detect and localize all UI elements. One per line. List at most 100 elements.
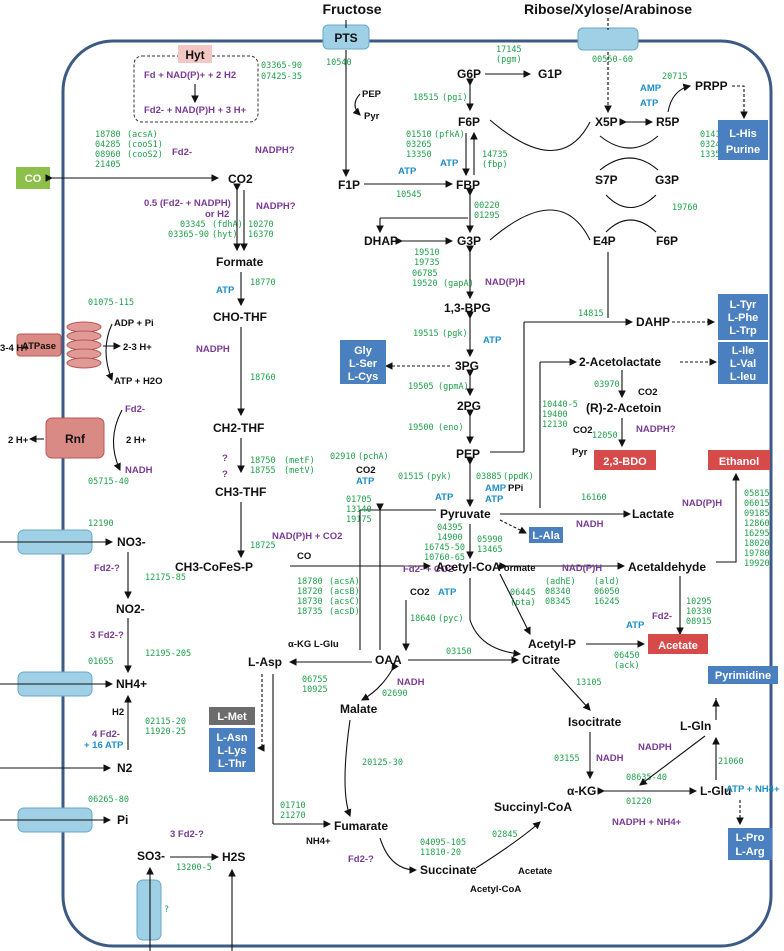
asn-2: L-Lys [218,745,247,757]
fbp2-gene: 10545 [396,190,422,200]
co-gene-4: 21405 [95,160,121,170]
fdh-name-2: (hyt) [212,230,238,240]
mdh-nadh: NADH [397,677,425,688]
acetoin-met: (R)-2-Acetoin [586,401,661,415]
atp-fhs: ATP [216,285,235,296]
alsd-co2: CO2 [638,387,658,398]
pcka-atp: ATP [356,476,375,487]
pts-gene: 10540 [326,58,352,68]
x5p-met: X5P [595,115,618,129]
pyk-atp: ATP [435,492,454,503]
acs-gene-3: 18730 [297,597,323,607]
ppdk-amp: AMP [485,483,507,494]
ppdk-atp: ATP [485,494,504,505]
pfka-gene-2: 03265 [406,140,432,150]
suc-gene: 02845 [492,830,518,840]
aromatic-1: L-Tyr [730,299,757,311]
q-met1: ? [222,453,228,464]
h-out: 3-4 H+ [0,343,29,354]
met-gene-1: 18750 [250,456,276,466]
pgm-name: (pgm) [496,55,522,65]
met-name-1: (metF) [284,456,315,466]
prpp-atp: ATP [640,98,659,109]
adh-gene-2: 06015 [744,499,770,509]
co-gene-1: 18780 [95,130,121,140]
adp-pi: ADP + Pi [114,318,154,329]
gogat-nadph: NADPH [638,742,672,753]
h2-cof: H2 [112,707,124,718]
pyruvate-met: Pyruvate [440,507,491,521]
adhe-gene-1: 08340 [545,587,571,597]
pfor-gene-2: 13140 [346,505,372,515]
pta-gene: 06445 [510,588,536,598]
rnf-h-in: 2 H+ [126,435,147,446]
bdh-gene: 12050 [592,431,618,441]
gln-atp: ATP + NH4+ [726,784,780,795]
malate-met: Malate [340,702,378,716]
gly-3: L-Cys [348,371,379,383]
no3-gene: 12190 [88,519,114,529]
s7p-met: S7P [595,173,618,187]
acetylcoa-citrate-arrow [469,619,522,658]
pfor-nadph: NAD(P)H + CO2 [272,531,342,542]
h-in: 2-3 H+ [123,342,152,353]
pyk-gene: 01515 [398,472,424,482]
gly-2: L-Ser [349,358,378,370]
isocitrate-met: Isocitrate [568,715,622,729]
pfl-gene-1: 04395 [437,523,463,533]
gapa-name: (gapA) [443,279,474,289]
hyt-top: Fd + NAD(P)+ + 2 H2 [144,70,236,81]
nadph-fch: NADPH [196,344,230,355]
fbp-gene: 14735 [482,150,508,160]
acs-gene-1: 18780 [297,577,323,587]
co2-met: CO2 [228,172,253,186]
formate-met: Formate [216,255,264,269]
ppdk-gene: 03885 [476,472,502,482]
chothf-met: CHO-THF [213,310,267,324]
pfor-gene-1: 01705 [346,495,372,505]
co-label: CO [25,173,42,185]
hyt-label-bg [178,45,212,63]
lglu-met: L-Glu [700,784,731,798]
acetylcoa-acetylp-arrow [499,573,531,635]
ack-atp: ATP [626,620,645,631]
sulf-gene: 13200-5 [176,863,212,873]
sulf-fd: 3 Fd2-? [170,829,204,840]
gpma-name: (gpmA) [438,382,469,392]
f1p-met: F1P [338,178,360,192]
h2s-met: H2S [222,850,245,864]
pfl2-gene-2: 13465 [477,545,503,555]
asn-1: L-Asn [216,732,247,744]
f6p2-met: F6P [656,234,678,248]
succinate-succinylcoa-arrow [475,821,541,869]
tal-curve-1 [605,194,657,209]
adh-gene-3: 09185 [744,509,770,519]
pfl-gene-3: 16745-50 [424,543,465,553]
ch3thf-met: CH3-THF [215,485,266,499]
malate-fumarate-arrow [344,719,352,818]
cell-membrane [61,39,773,948]
no2-met: NO2- [116,602,145,616]
nh4-met: NH4+ [116,677,147,691]
adh-gene-1: 05815 [744,489,770,499]
alsd-gene: 03970 [594,380,620,390]
ribose-gene: 00550-60 [592,55,633,65]
atp-pfk: ATP [440,158,459,169]
pts-pyr: Pyr [364,111,380,122]
idh-gene: 03155 [554,754,580,764]
adh-gene-4: 12860 [744,519,770,529]
pyc-name: (pyc) [438,614,464,624]
bdh-nadph: NADPH? [636,424,676,435]
co-gene-name-1: (acsA) [127,130,158,140]
pyrimidine-label: Pyrimidine [715,670,771,682]
mdh-gene: 02690 [382,689,408,699]
ala-label: L-Ala [532,530,560,542]
ch3cofesp-met: CH3-CoFeS-P [175,560,253,574]
fch-gene: 18760 [250,373,276,383]
sulfur-q: ? [164,905,169,915]
hyt-gene-1: 03365-90 [261,61,302,71]
g3p-met: G3P [457,234,481,248]
pi-gene: 06265-80 [88,795,129,805]
adh-gene-5: 16295 [744,529,770,539]
